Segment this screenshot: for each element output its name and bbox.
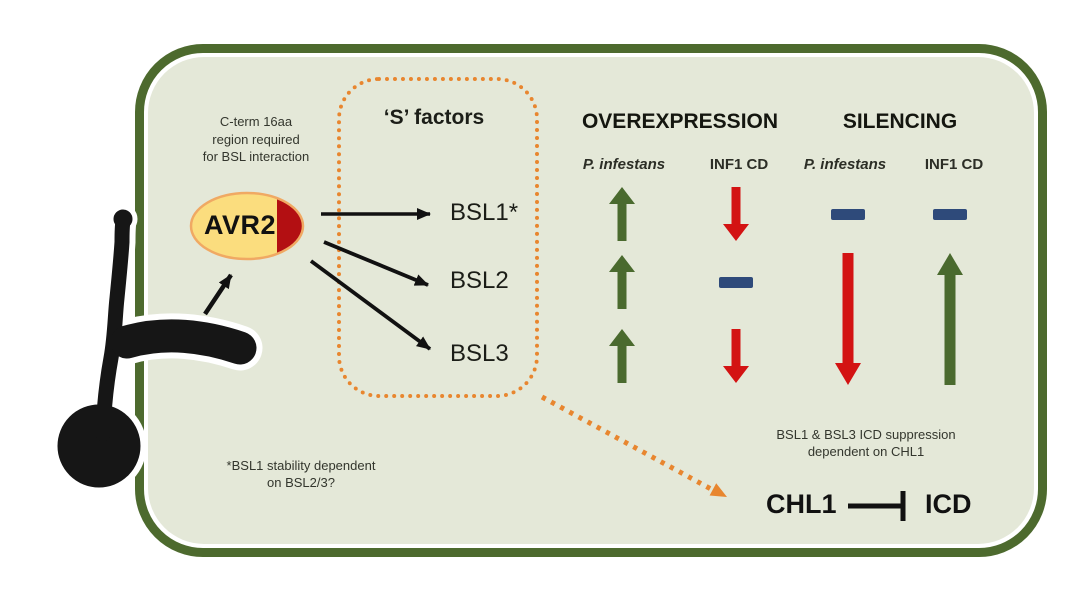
avr2-annotation: C-term 16aa region required for BSL inte… xyxy=(166,113,346,166)
column-label-silencing-inf1-cd: INF1 CD xyxy=(924,156,984,173)
column-label-overexpression-p-infestans: P. infestans xyxy=(582,156,666,173)
annotation-line: C-term 16aa xyxy=(219,114,293,129)
target-label-bsl1: BSL1* xyxy=(450,199,519,226)
note-line: BSL1 & BSL3 ICD suppression xyxy=(776,427,956,442)
column-label-silencing-p-infestans: P. infestans xyxy=(803,156,887,173)
target-label-bsl3: BSL3 xyxy=(450,340,509,367)
note-line: dependent on CHL1 xyxy=(807,444,925,459)
note-line: on BSL2/3? xyxy=(267,475,335,490)
chl1-label: CHL1 xyxy=(766,489,837,519)
s-factors-title: ‘S’ factors xyxy=(383,106,485,129)
note-bsl1-stability: *BSL1 stability dependent on BSL2/3? xyxy=(195,457,407,491)
avr2-label: AVR2 xyxy=(203,210,277,240)
column-label-overexpression-inf1-cd: INF1 CD xyxy=(709,156,769,173)
annotation-line: for BSL interaction xyxy=(202,149,310,164)
section-title-overexpression: OVEREXPRESSION xyxy=(581,110,779,133)
section-title-silencing: SILENCING xyxy=(842,110,958,133)
s-factors-dashed-box xyxy=(337,77,539,398)
note-chl1-dependency: BSL1 & BSL3 ICD suppression dependent on… xyxy=(746,426,986,460)
note-line: *BSL1 stability dependent xyxy=(226,458,376,473)
target-label-bsl2: BSL2 xyxy=(450,267,509,294)
annotation-line: region required xyxy=(212,131,300,147)
icd-label: ICD xyxy=(925,489,972,519)
